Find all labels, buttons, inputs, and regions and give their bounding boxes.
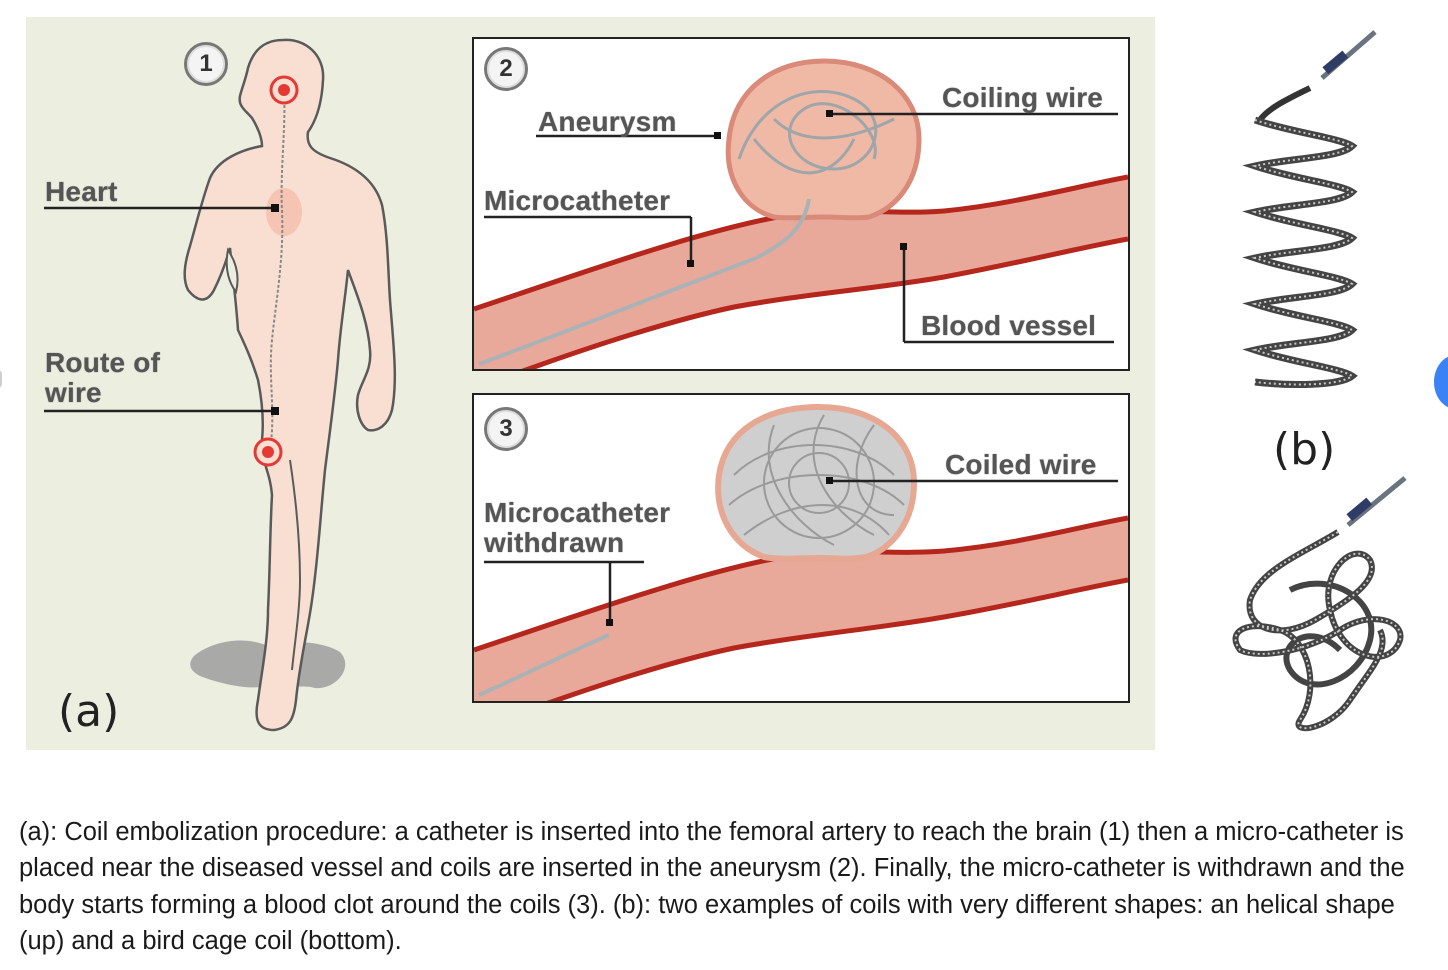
coiling-wire-label: Coiling wire [942,82,1104,113]
step-3-badge: 3 [484,407,528,451]
withdrawn-label-line1: Microcatheter [484,497,671,528]
step-2-panel: 2 Aneurysm Coiling wire Microcatheter Bl… [472,37,1130,371]
helical-coil-illustration [1242,30,1377,388]
body-outline [183,38,397,732]
scroll-handle-left[interactable] [0,370,2,388]
panel-b-letter: (b) [1273,424,1336,475]
step-1-badge: 1 [184,42,228,86]
femoral-target-dot [262,446,274,458]
withdrawn-label-line2: withdrawn [484,527,625,558]
wire-route [269,89,286,451]
step-3-panel: 3 Coiled wire Microcatheter withdrawn [472,393,1130,703]
human-body-illustration [44,38,397,732]
figure: 1 Heart Route of wire (a) [0,17,1448,750]
heart-label: Heart [45,176,118,207]
leg-split [289,459,302,671]
brain-target-dot [278,84,290,96]
next-slide-button[interactable] [1434,355,1448,409]
coiled-aneurysm-illustration [474,403,1128,701]
step-2-badge: 2 [484,47,528,91]
microcatheter-label: Microcatheter [484,185,671,216]
coil-mass [728,414,905,546]
bird-cage-coil-illustration [1232,476,1407,732]
blood-vessel-label: Blood vessel [921,310,1097,341]
arm-gap [225,247,239,295]
figure-caption: (a): Coil embolization procedure: a cath… [19,817,1405,956]
route-label-line1: Route of [45,347,161,378]
coiled-wire-label: Coiled wire [945,449,1097,480]
aneurysm-coiling-illustration [474,58,1128,369]
aneurysm-label: Aneurysm [538,106,677,137]
cage-loops [1232,529,1404,732]
helix-turns [1242,116,1358,388]
route-label-line2: wire [45,377,102,408]
panel-a-letter: (a) [58,686,120,737]
heart-blush [266,188,302,236]
